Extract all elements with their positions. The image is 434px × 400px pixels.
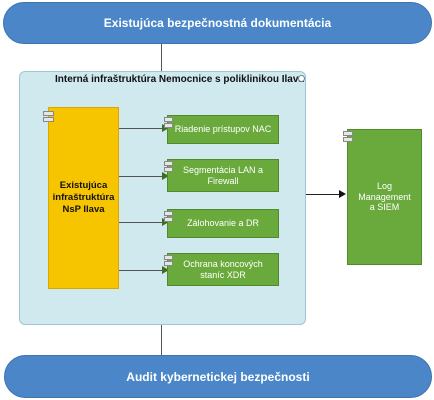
component-backup-dr: Zálohovanie a DR	[167, 209, 279, 238]
component-icon	[164, 123, 173, 128]
connector-top	[161, 44, 162, 71]
component-nac: Riadenie prístupov NAC	[167, 115, 279, 144]
arrowhead	[162, 218, 169, 226]
component-label: Riadenie prístupov NAC	[174, 124, 272, 135]
arrow-xdr	[119, 270, 164, 271]
arrowhead	[162, 172, 169, 180]
container-settings-icon	[298, 75, 305, 82]
arrow-nac	[119, 128, 164, 129]
connector-bottom	[161, 325, 162, 355]
bottom-banner-label: Audit kybernetickej bezpečnosti	[126, 369, 310, 384]
log-management-label: Log Management a SIEM	[358, 180, 411, 213]
component-label: Ochrana koncových staníc XDR	[183, 258, 263, 280]
component-xdr: Ochrana koncových staníc XDR	[167, 253, 279, 286]
arrow-to-siem	[306, 194, 341, 195]
component-icon	[164, 217, 173, 222]
component-icon	[164, 117, 173, 122]
component-icon	[164, 211, 173, 216]
arrowhead	[162, 124, 169, 132]
core-label: Existujúca infraštruktúra NsP Ilava	[52, 180, 115, 215]
arrowhead	[162, 266, 169, 274]
component-icon	[164, 255, 173, 260]
component-label: Segmentácia LAN a Firewall	[182, 164, 264, 186]
log-management-box: Log Management a SIEM	[347, 129, 422, 265]
top-banner: Existujúca bezpečnostná dokumentácia	[3, 2, 432, 44]
arrow-lan	[119, 176, 164, 177]
arrowhead	[339, 190, 346, 198]
bottom-banner: Audit kybernetickej bezpečnosti	[4, 355, 432, 398]
component-label: Zálohovanie a DR	[186, 218, 260, 229]
component-lan-firewall: Segmentácia LAN a Firewall	[167, 159, 279, 192]
component-icon	[164, 167, 173, 172]
component-icon	[343, 137, 353, 142]
container-title: Interná infraštruktúra Nemocnice s polik…	[55, 74, 304, 85]
component-icon	[164, 161, 173, 166]
top-banner-label: Existujúca bezpečnostná dokumentácia	[103, 16, 332, 30]
core-infrastructure-box: Existujúca infraštruktúra NsP Ilava	[48, 107, 119, 289]
component-icon	[343, 131, 353, 136]
component-icon	[164, 261, 173, 266]
component-icon	[43, 111, 54, 116]
component-icon	[43, 117, 54, 122]
arrow-backup	[119, 222, 164, 223]
